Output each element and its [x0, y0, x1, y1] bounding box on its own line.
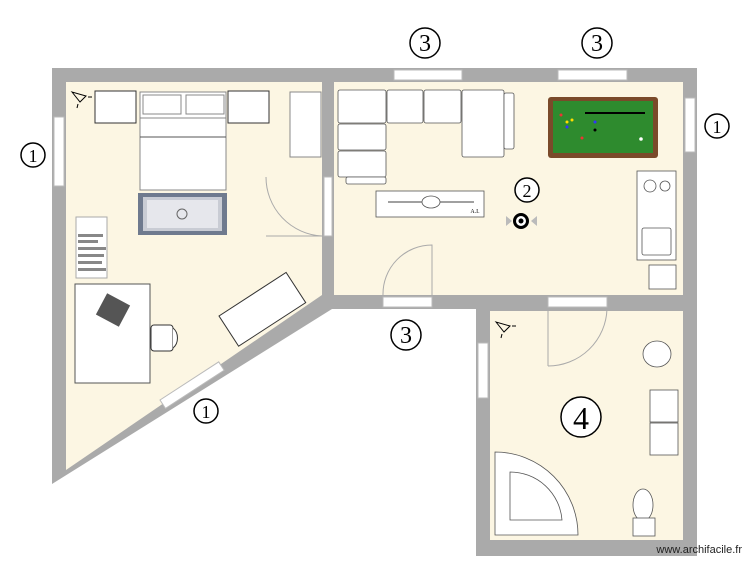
pillow	[142, 94, 182, 115]
watermark: www.archifacile.fr	[656, 544, 742, 556]
window	[323, 176, 333, 237]
living-furniture	[337, 89, 677, 290]
nightstand	[227, 90, 270, 124]
nightstand	[94, 90, 137, 124]
markers	[20, 27, 730, 438]
bedroom-door	[265, 176, 323, 237]
dresser	[218, 271, 307, 347]
marker-label: 1	[29, 146, 38, 166]
marker-label: 3	[591, 31, 603, 57]
marker-label: 3	[419, 31, 431, 57]
window	[547, 296, 608, 308]
doors	[265, 176, 608, 367]
toilet	[632, 488, 654, 522]
keyboard	[95, 293, 131, 327]
window	[684, 97, 696, 153]
sink	[649, 389, 679, 423]
marker-label: 2	[523, 181, 532, 201]
marker-label: 3	[400, 323, 412, 349]
sink	[649, 422, 679, 456]
marker-label: 1	[202, 402, 211, 422]
window	[53, 116, 65, 187]
windows	[53, 69, 696, 410]
billiard-table	[548, 97, 658, 158]
ceiling-light-icon	[494, 321, 516, 339]
bathroom-door	[547, 308, 608, 367]
window	[393, 69, 463, 81]
window	[557, 69, 628, 81]
window	[159, 361, 225, 410]
living-door	[382, 244, 433, 296]
wardrobe	[289, 91, 322, 158]
chair	[150, 324, 174, 352]
speaker-icon	[506, 213, 537, 229]
marker-label: 4	[573, 400, 589, 436]
window	[477, 342, 489, 399]
pillow	[185, 94, 225, 115]
marker-label: 1	[713, 117, 722, 137]
tv-label: A.I.	[470, 209, 480, 215]
window	[382, 296, 433, 308]
sofa	[337, 89, 387, 124]
bathroom-fixtures	[494, 340, 679, 537]
ceiling-light-icon	[70, 91, 92, 109]
bedroom-furniture	[74, 90, 322, 384]
fridge	[648, 264, 677, 290]
